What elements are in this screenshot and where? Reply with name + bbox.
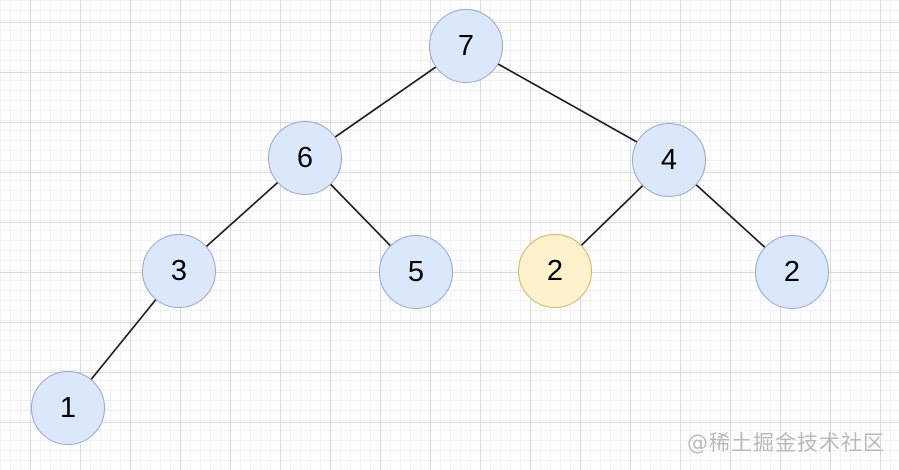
watermark: @稀土掘金技术社区 bbox=[687, 431, 885, 455]
tree-node-n6: 6 bbox=[268, 121, 342, 195]
tree-node-n5: 5 bbox=[379, 235, 453, 309]
tree-node-n4: 4 bbox=[632, 123, 706, 197]
tree-node-n1: 1 bbox=[31, 371, 105, 445]
tree-node-n3: 3 bbox=[142, 234, 216, 308]
tree-node-n7: 7 bbox=[429, 9, 503, 83]
tree-node-n2b: 2 bbox=[755, 235, 829, 309]
tree-node-n2a: 2 bbox=[518, 234, 592, 308]
tree-edge-n7-n4 bbox=[465, 45, 670, 161]
